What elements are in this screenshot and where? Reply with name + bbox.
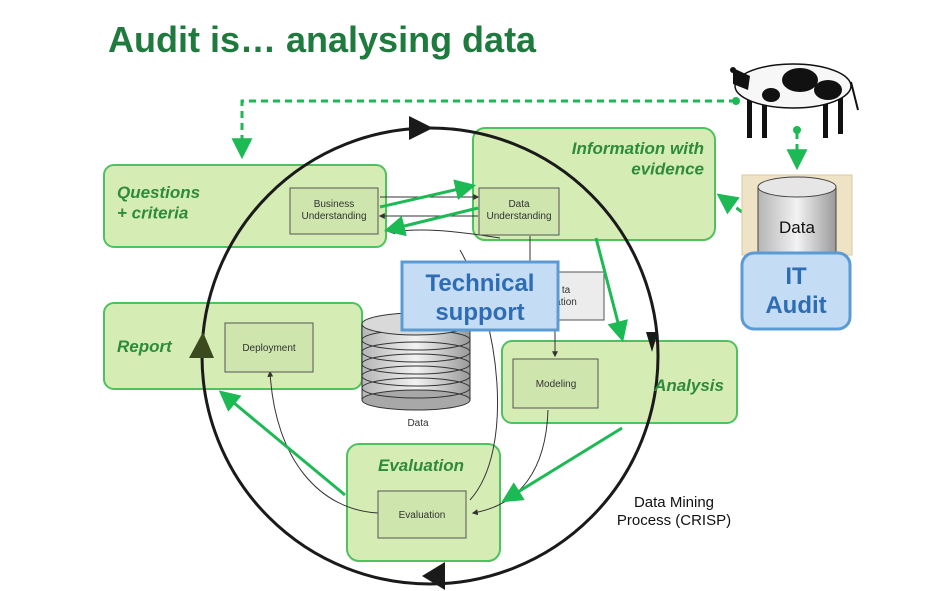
cow-dot — [793, 126, 801, 134]
deployment-label: Deployment — [242, 343, 296, 354]
business-understanding-box — [289, 187, 379, 235]
cycle-arrow-top — [409, 116, 433, 140]
arrow-evaluation-to-report — [218, 390, 346, 497]
report-label: Report — [117, 337, 173, 356]
arrow-analysis-to-evaluation — [501, 426, 623, 503]
cylinder-label: Data — [407, 418, 429, 429]
evaluation-step-label: Evaluation — [399, 510, 446, 521]
slide-title: Audit is… analysing data — [108, 19, 537, 60]
dashed-arrow-to-questions — [231, 99, 736, 160]
cycle-arrow-bottom — [422, 562, 445, 590]
data-understanding-box — [478, 187, 560, 236]
evaluation-group-label: Evaluation — [378, 456, 464, 475]
dashed-start-dot — [732, 97, 740, 105]
it-audit-box — [740, 251, 852, 331]
cow-icon — [730, 63, 859, 138]
modeling-label: Modeling — [536, 379, 577, 390]
questions-label: Questions+ criteria — [117, 183, 200, 222]
dashed-arrow-data-to-information — [716, 193, 743, 215]
analysis-label: Analysis — [653, 376, 724, 395]
modeling-box — [512, 358, 599, 409]
deployment-box — [224, 322, 314, 373]
data-label: Data — [779, 218, 815, 237]
cycle-arrow-right — [646, 332, 658, 352]
cycle-arrow-left — [189, 332, 214, 358]
arrow-information-to-questions — [383, 206, 479, 237]
arrow-questions-to-information — [379, 179, 477, 209]
arrow-information-to-analysis — [594, 237, 628, 343]
crisp-line-eval-deploy — [267, 370, 379, 514]
crisp-line-model-eval — [471, 409, 549, 516]
evaluation-step-box — [377, 490, 467, 539]
technical-support-box — [400, 260, 560, 332]
